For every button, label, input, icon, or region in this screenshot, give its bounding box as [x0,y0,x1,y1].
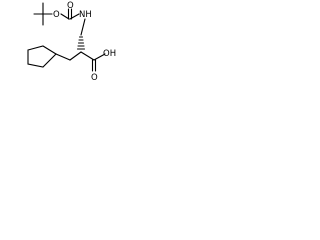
stereo-hashed-bond [76,36,86,50]
bond-carboxyl-c-to-oh [93,53,106,61]
acid-oxygen-label: O [91,73,98,83]
boc-carbamate-group [60,8,80,20]
bond-carbonyl-c-to-n [69,13,80,20]
bond-chiral-to-ch2 [69,51,82,61]
hydroxyl-label: OH [103,49,116,59]
bond-ch2-to-cyclopentyl [55,53,71,61]
nh-label: NH [79,10,92,20]
chemical-structure-diagram: O O NH O OH [27,1,116,83]
carboxylic-acid-group [91,53,106,72]
tert-butyl-group [33,2,53,26]
ester-oxygen-label: O [53,10,60,20]
aminomethyl-linker [80,18,86,36]
bond-n-to-ch2 [80,18,86,36]
bond-ester-o-to-carbonyl-c [60,13,70,20]
cyclopentyl-ring [27,45,57,68]
bond-chiral-to-carboxyl-c [80,51,95,61]
atom-labels: O O NH O OH [53,1,116,83]
carbonyl-oxygen-label: O [67,1,74,11]
backbone [55,51,95,61]
